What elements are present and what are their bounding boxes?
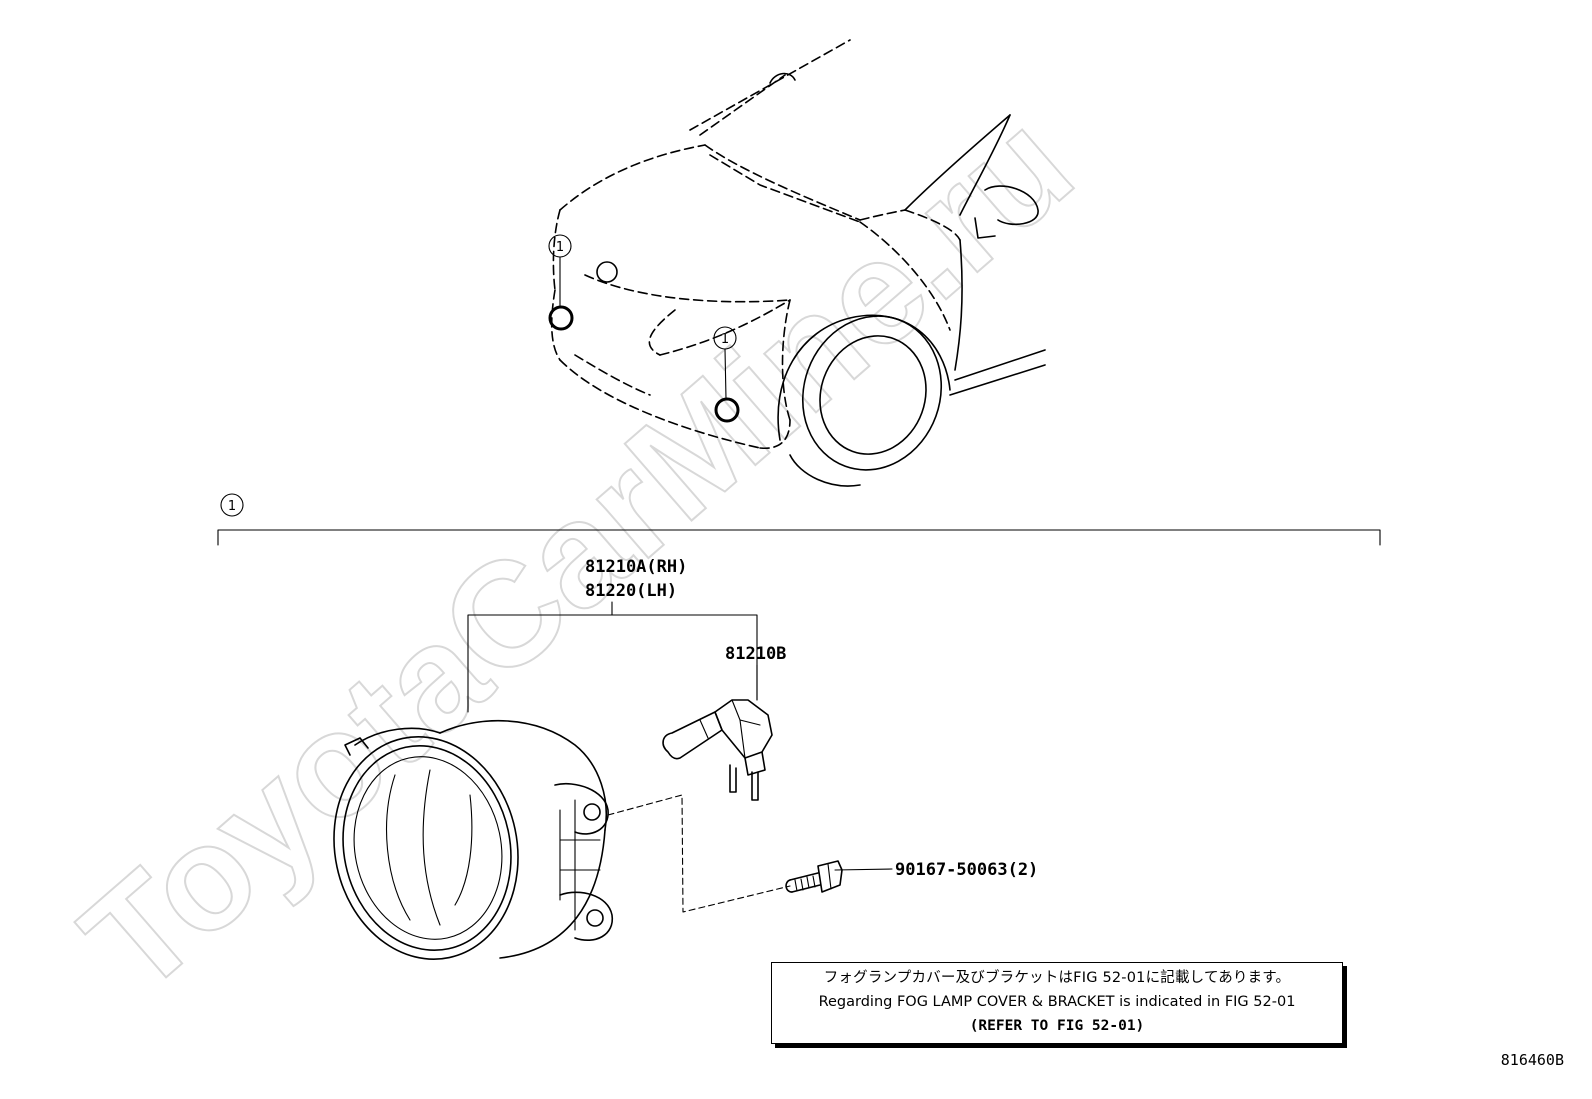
assembly-1-bracket: 1: [217, 493, 1381, 546]
note-line-refer: (REFER TO FIG 52-01): [969, 1018, 1145, 1034]
note-line-japanese: フォグランプカバー及びブラケットはFIG 52-01に記載してあります。: [823, 970, 1291, 986]
watermark: ToyotaCarMine.ru: [53, 81, 1103, 1024]
screw: [785, 860, 843, 893]
note-line-english: Regarding FOG LAMP COVER & BRACKET is in…: [818, 994, 1296, 1010]
callout-1-car-right: 1: [713, 326, 737, 400]
fog-lamp-bulb: [662, 699, 773, 801]
part-label-90167-50063: 90167-50063(2): [895, 860, 1038, 880]
svg-text:1: 1: [556, 240, 564, 255]
fog-lamp-location-left-marker: [548, 305, 574, 331]
part-label-81210b: 81210B: [725, 644, 786, 664]
fog-lamp-location-right-marker: [714, 397, 740, 423]
part-label-81220-lh: 81220(LH): [585, 581, 677, 601]
figure-number: 816460B: [1500, 1051, 1564, 1069]
leader-lines: [467, 601, 893, 871]
svg-text:1: 1: [721, 332, 729, 347]
callout-1-car-left: 1: [548, 234, 572, 308]
note-box: フォグランプカバー及びブラケットはFIG 52-01に記載してあります。 Reg…: [771, 962, 1343, 1044]
assembly-dashed-lines: [607, 794, 791, 913]
svg-text:1: 1: [228, 499, 236, 514]
part-label-81210a-rh: 81210A(RH): [585, 557, 687, 577]
car-front-outline: [548, 39, 1046, 487]
fog-lamp-assembly: [333, 719, 613, 960]
